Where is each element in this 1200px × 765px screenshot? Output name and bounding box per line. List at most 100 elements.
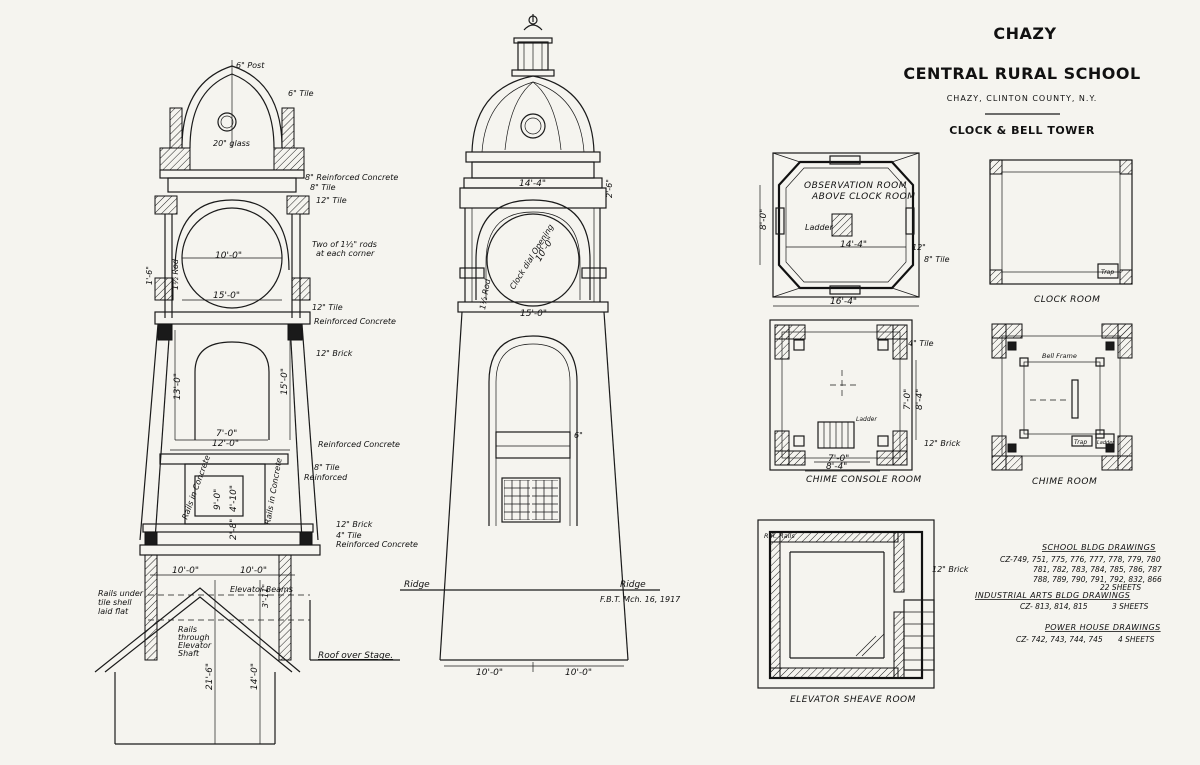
label-reinf-conc-b: Reinforced Concrete [318,440,400,449]
plan-chime-console: 4" Tile 12" Brick Ladder 7'-0" 8'-4" 7'-… [769,319,961,485]
obs-ladder: Ladder [805,223,833,232]
label-rails-under2: tile shell [98,598,132,607]
label-reinf-conc-a: Reinforced Concrete [314,317,396,326]
obs-tile8: 8" Tile [924,255,950,264]
label-rails-through4: Shaft [178,649,200,658]
chime-ladder: Ladder [1097,440,1115,446]
title-subject: CLOCK & BELL TOWER [949,124,1095,137]
label-rod-left: 1½ Rod [171,258,180,290]
label-rails-under: Rails under [98,589,144,598]
title-line1: CHAZY [993,24,1056,43]
dim-b10r: 10'-0" [240,566,267,576]
label-elevator-beams: Elevator Beams [230,585,293,594]
ref-power-l2: 4 SHEETS [1118,635,1155,644]
console-ladder: Ladder [856,416,877,423]
elev-ridge-left: Ridge [404,580,430,590]
sheave-rr: R.R. Rails [764,532,795,540]
dim-b10l: 10'-0" [172,566,199,576]
label-rails-under3: laid flat [98,607,129,616]
dim-13: 13'-0" [173,373,183,400]
dim-12: 12'-0" [212,439,239,449]
label-rails-conc-r: Rails in Concrete [263,457,284,525]
label-tile-12b: 12" Tile [312,303,343,312]
label-reinf-conc-c: Reinforced Concrete [336,540,418,549]
dim-2-8: 2'-8" [229,519,239,540]
label-tile-8: 8" Tile [310,183,336,192]
plan-chime-room: Bell Frame Trap Ladder CHIME ROOM [991,323,1133,487]
elev-ridge-right: Ridge [620,580,646,590]
obs-note2: ABOVE CLOCK ROOM [811,192,915,202]
dim-10: 10'-0" [215,251,242,261]
label-brick-12b: 12" Brick [336,520,373,529]
console-dim-8-4v: 8'-4" [915,389,925,410]
ref-ind-head: INDUSTRIAL ARTS BLDG DRAWINGS [975,591,1130,600]
ref-power-head: POWER HOUSE DRAWINGS [1045,623,1161,632]
dim-4-10: 4'-10" [229,485,239,512]
dim-21-6: 21'-6" [205,663,215,690]
ref-school-head: SCHOOL BLDG DRAWINGS [1042,543,1156,552]
dim-9: 9'-0" [213,489,223,510]
elev-dim-2-6: 2'-6" [605,179,614,198]
dim-14: 14'-0" [250,663,260,690]
ref-school-l4: 22 SHEETS [1100,583,1141,592]
drawing-references: SCHOOL BLDG DRAWINGS CZ-749, 751, 775, 7… [975,543,1162,644]
label-reinforced: Reinforced [304,473,348,482]
ref-school-l2: 781, 782, 783, 784, 785, 786, 787 [1033,565,1162,574]
ref-ind-l2: 3 SHEETS [1112,602,1149,611]
elev-dim-6: 6" [574,431,583,440]
console-brick12: 12" Brick [924,439,961,448]
console-dim-7v: 7'-0" [903,389,913,410]
label-post: 6" Post [236,61,265,70]
title-location: CHAZY, CLINTON COUNTY, N.Y. [947,94,1098,103]
clock-trap: Trap [1101,269,1114,276]
title-block: CHAZY CENTRAL RURAL SCHOOL CHAZY, CLINTO… [903,24,1140,137]
console-caption: CHIME CONSOLE ROOM [806,475,922,485]
console-tile4: 4" Tile [908,339,934,348]
label-tile-12a: 12" Tile [316,196,347,205]
label-tile-8b: 8" Tile [314,463,340,472]
label-rods2: at each corner [316,249,375,258]
elevation-view: 14'-4" 2'-6" Clock dial Opening 10'-0" 1… [400,14,681,678]
label-tile-4: 4" Tile [336,531,362,540]
clock-caption: CLOCK ROOM [1034,295,1100,305]
dim-15: 15'-0" [213,291,240,301]
label-glass: 20" glass [213,139,250,148]
section-view: 6" Post 6" Tile 20" glass 8" Reinforced … [94,60,418,745]
label-reinf-conc-8: 8" Reinforced Concrete [305,173,398,182]
elev-rod: 1½ Rod [478,277,492,310]
obs-dim-16-4: 16'-4" [830,297,857,307]
elev-signed: F.B.T. Mch. 16, 1917 [600,595,681,604]
elev-dim-14-4: 14'-4" [519,179,546,189]
ref-ind-l1: CZ- 813, 814, 815 [1020,602,1088,611]
ref-school-l3: 788, 789, 790, 791, 792, 832, 866 [1033,575,1162,584]
label-roof-stage: Roof over Stage. [318,651,393,661]
label-rails-through: Rails [178,625,197,634]
label-rails-through3: Elevator [178,641,212,650]
elev-clock-dial: Clock dial Opening [508,223,555,291]
ref-school-l1: CZ-749, 751, 775, 776, 777, 778, 779, 78… [1000,555,1161,564]
sheave-caption: ELEVATOR SHEAVE ROOM [790,695,916,705]
title-line2: CENTRAL RURAL SCHOOL [903,64,1140,83]
sheave-brick12: 12" Brick [932,565,969,574]
console-dim-8-4: 8'-4" [826,462,847,472]
plan-elevator-sheave: R.R. Rails 12" Brick ELEVATOR SHEAVE ROO… [757,519,969,705]
label-brick-12a: 12" Brick [316,349,353,358]
elev-dim-b10r: 10'-0" [565,668,592,678]
obs-dim-8-0: 8'-0" [759,209,769,230]
console-dim-7: 7'-0" [828,454,849,464]
plan-clock-room: Trap CLOCK ROOM [989,159,1133,305]
obs-dim-14-4: 14'-4" [840,240,867,250]
obs-dim-12: 12" [912,243,926,252]
chime-caption: CHIME ROOM [1032,477,1097,487]
label-rails-through2: through [178,633,210,642]
label-rods: Two of 1½" rods [312,240,377,249]
dim-7: 7'-0" [216,429,237,439]
elev-dim-15: 15'-0" [520,309,547,319]
dim-15v: 15'-0" [280,368,290,395]
plan-observation: OBSERVATION ROOM ABOVE CLOCK ROOM Ladder… [759,152,950,307]
ref-power-l1: CZ- 742, 743, 744, 745 [1016,635,1103,644]
dim-1-6: 1'-6" [145,266,154,285]
elev-dim-b10l: 10'-0" [476,668,503,678]
